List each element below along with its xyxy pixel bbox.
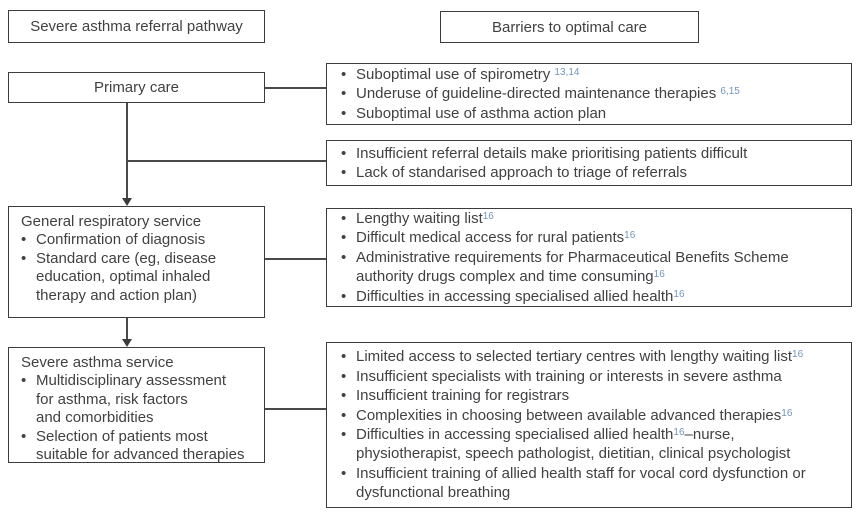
bullet-item: •Underuse of guideline-directed maintena… [341,85,740,103]
bullet-item: •Difficulties in accessing specialised a… [341,426,791,463]
arrowhead-to-general-icon [122,198,132,206]
bullet-icon: • [341,406,347,424]
bullet-icon: • [341,144,347,162]
connector-severe-to-severe-barriers [265,408,326,410]
pathway-column-header-label: Severe asthma referral pathway [30,18,243,35]
bullet-item: •Administrative requirements for Pharmac… [341,248,789,286]
reference-superscript: 16 [673,288,685,300]
bullet-icon: • [341,367,347,385]
reference-superscript: 6,15 [720,86,740,98]
barriers-column-header: Barriers to optimal care [440,11,699,43]
connector-primary-to-primary-barriers [265,87,326,89]
bullet-icon: • [341,85,347,103]
bullet-item: •Lengthy waiting list16 [341,209,494,227]
bullet-icon: • [21,427,27,445]
bullet-icon: • [341,209,347,227]
general-respiratory-barriers-box: •Lengthy waiting list16 •Difficult medica… [326,208,852,307]
bullet-item: •Complexities in choosing between availa… [341,406,793,424]
bullet-item: •Confirmation of diagnosis [21,231,206,249]
bullet-item: •Selection of patients most suitable for… [21,427,245,464]
general-respiratory-service-box: General respiratory service •Confirmatio… [8,206,265,318]
connector-branch-to-triage-barriers [127,160,326,162]
bullet-icon: • [21,249,27,267]
pathway-column-header: Severe asthma referral pathway [8,10,265,43]
reference-superscript: 13,14 [554,66,580,78]
reference-superscript: 16 [792,349,804,361]
connector-general-to-severe [126,318,128,340]
arrowhead-to-severe-icon [122,339,132,347]
reference-superscript: 16 [482,210,494,222]
barriers-column-header-label: Barriers to optimal care [491,18,648,36]
severe-asthma-service-title: Severe asthma service [21,354,174,371]
bullet-icon: • [341,348,347,366]
bullet-icon: • [341,65,347,83]
general-respiratory-service-title: General respiratory service [21,213,202,230]
reference-superscript: 16 [673,427,685,438]
bullet-item: •Difficulties in accessing specialised a… [341,287,685,305]
severe-asthma-service-bullets: •Multidisciplinary assessment for asthma… [21,372,253,464]
primary-care-box: Primary care [8,72,265,103]
reference-superscript: 16 [653,269,665,281]
bullet-icon: • [21,231,27,249]
bullet-icon: • [341,464,347,482]
bullet-item: •Suboptimal use of spirometry 13,14 [341,65,580,83]
bullet-item: •Insufficient training for registrars [341,387,570,405]
bullet-icon: • [341,287,347,305]
bullet-item: •Limited access to selected tertiary cen… [341,348,804,366]
reference-superscript: 16 [781,407,793,419]
bullet-icon: • [341,248,347,266]
bullet-item: •Insufficient training of allied health … [341,464,806,502]
bullet-icon: • [341,229,347,247]
primary-care-box-title: Primary care [93,79,179,96]
bullet-item: •Lack of standarised approach to triage … [341,164,688,181]
bullet-icon: • [21,372,27,390]
connector-general-to-general-barriers [265,258,326,260]
bullet-item: •Insufficient specialists with training … [341,367,782,385]
general-respiratory-service-bullets: •Confirmation of diagnosis•Standard care… [21,231,253,305]
bullet-icon: • [341,426,347,443]
bullet-icon: • [341,387,347,405]
severe-asthma-barriers-box: •Limited access to selected tertiary cen… [326,342,852,508]
bullet-item: •Insufficient referral details make prio… [341,144,748,162]
bullet-icon: • [341,104,347,122]
bullet-item: •Multidisciplinary assessment for asthma… [21,372,227,427]
bullet-item: •Standard care (eg, disease education, o… [21,249,217,304]
bullet-item: •Suboptimal use of asthma action plan [341,104,607,122]
primary-care-barriers-box: •Suboptimal use of spirometry 13,14 •Unde… [326,63,852,125]
bullet-icon: • [341,164,347,181]
connector-primary-to-general [126,103,128,199]
bullet-item: •Difficult medical access for rural pati… [341,229,636,247]
reference-superscript: 16 [624,230,636,242]
severe-asthma-service-box: Severe asthma service •Multidisciplinary… [8,347,265,463]
referral-triage-barriers-box: •Insufficient referral details make prio… [326,140,852,186]
